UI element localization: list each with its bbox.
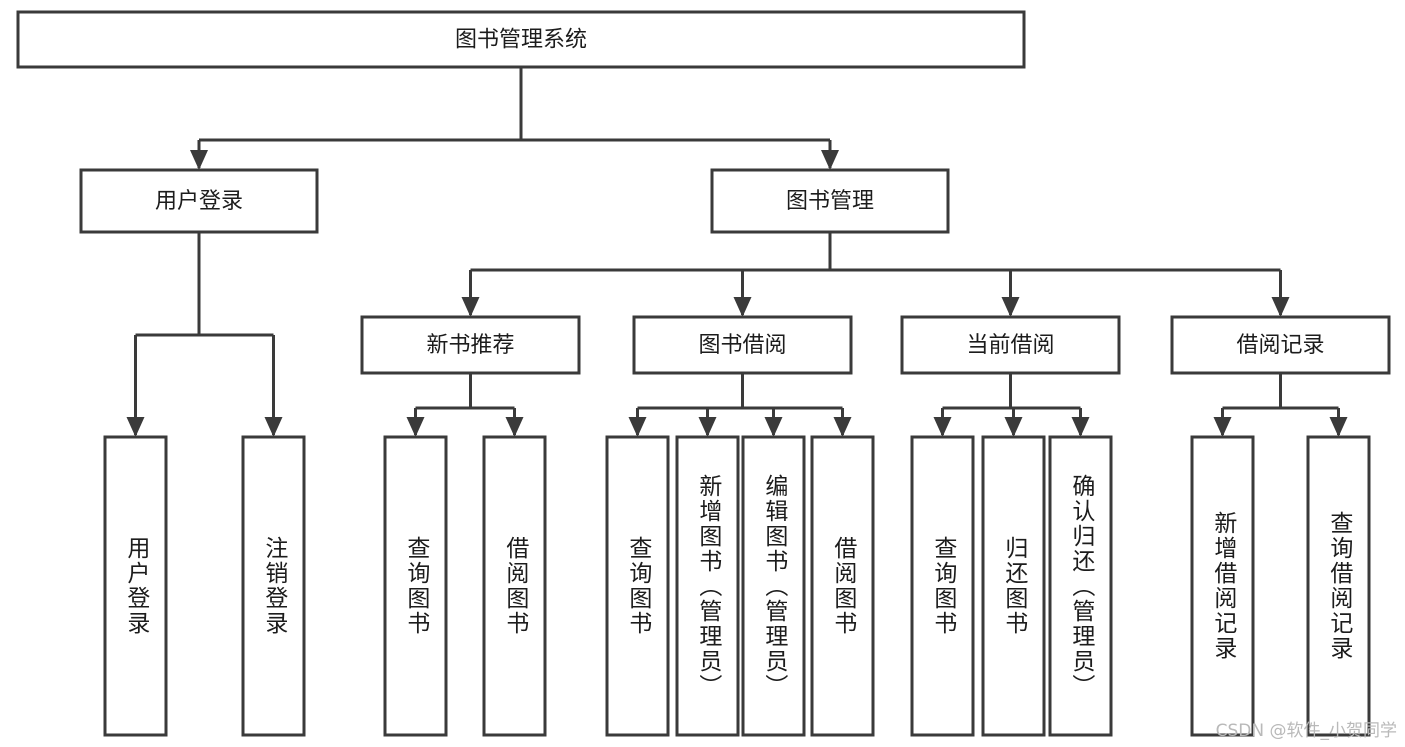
node-leaf-box-10[interactable] (1048, 435, 1113, 737)
node-root-label: 图书管理系统 (455, 28, 587, 53)
arrow-to-level3-2 (1001, 297, 1020, 317)
arrow-to-leaf-6 (764, 417, 783, 437)
node-level2-box-1[interactable] (710, 168, 950, 234)
node-level2-label-1: 图书管理 (786, 189, 874, 214)
node-leaf-box-2[interactable] (383, 435, 448, 737)
node-leaf-box-6[interactable] (741, 435, 806, 737)
node-level3-box-2[interactable] (900, 315, 1121, 375)
node-leaf-box-0[interactable] (103, 435, 168, 737)
node-level3-box-1[interactable] (632, 315, 853, 375)
arrow-to-level2-1 (821, 150, 839, 170)
arrow-to-leaf-12 (1329, 417, 1348, 437)
node-leaf-box-3[interactable] (482, 435, 547, 737)
node-leaf-box-11[interactable] (1190, 435, 1255, 737)
arrow-to-level3-1 (733, 297, 752, 317)
node-leaf-box-12[interactable] (1306, 435, 1371, 737)
arrow-to-leaf-4 (628, 417, 647, 437)
node-level3-label-1: 图书借阅 (698, 333, 786, 358)
arrow-to-level3-0 (461, 297, 480, 317)
node-box-layer (16, 10, 1391, 737)
arrow-to-leaf-8 (933, 417, 952, 437)
node-level3-label-3: 借阅记录 (1236, 333, 1324, 358)
node-leaf-box-1[interactable] (241, 435, 306, 737)
arrow-to-leaf-7 (833, 417, 852, 437)
watermark-text: CSDN @软件_小贺同学 (1215, 721, 1397, 741)
node-leaf-box-7[interactable] (810, 435, 875, 737)
node-leaf-box-4[interactable] (605, 435, 670, 737)
node-level2-box-0[interactable] (79, 168, 319, 234)
arrow-to-leaf-10 (1071, 417, 1090, 437)
node-level3-label-0: 新书推荐 (426, 333, 514, 358)
connector-layer (126, 67, 1348, 437)
arrow-to-leaf-9 (1004, 417, 1023, 437)
arrow-to-leaf-0 (126, 417, 145, 437)
arrow-to-leaf-11 (1213, 417, 1232, 437)
node-level2-label-0: 用户登录 (155, 189, 243, 214)
node-leaf-box-5[interactable] (675, 435, 740, 737)
arrow-to-leaf-1 (264, 417, 283, 437)
node-level3-box-3[interactable] (1170, 315, 1391, 375)
arrow-to-leaf-2 (406, 417, 425, 437)
arrow-to-leaf-5 (698, 417, 717, 437)
node-level3-label-2: 当前借阅 (966, 333, 1054, 358)
arrow-to-level3-3 (1271, 297, 1290, 317)
node-level3-box-0[interactable] (360, 315, 581, 375)
arrow-to-level2-0 (190, 150, 208, 170)
node-root-box[interactable] (16, 10, 1026, 69)
node-leaf-box-9[interactable] (981, 435, 1046, 737)
arrow-to-leaf-3 (505, 417, 524, 437)
node-leaf-box-8[interactable] (910, 435, 975, 737)
